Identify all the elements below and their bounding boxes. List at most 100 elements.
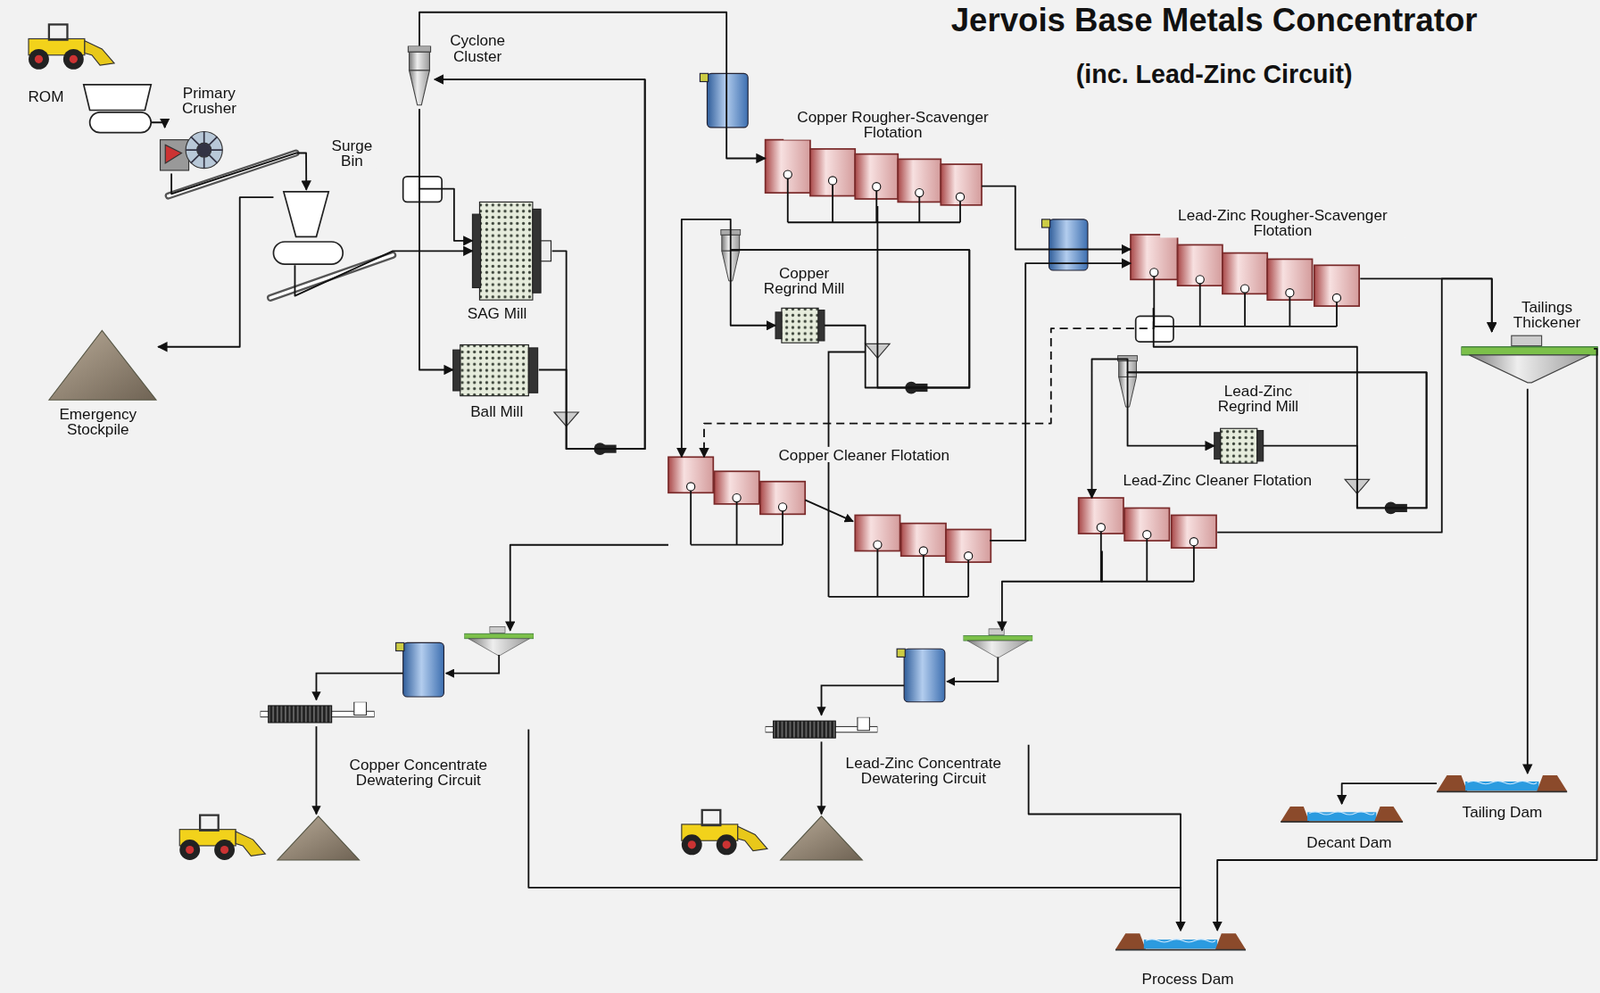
equipment-node: Cyclone Cluster [404,45,435,109]
rom-bin-part [90,112,152,133]
equipment-node: Lead-Zinc Cleaner Flotation [1078,497,1219,551]
froth-outlet-part [1332,293,1341,302]
flow-line [434,79,646,449]
thickener-part [464,627,534,656]
flow-line [528,729,1181,931]
rom-bin-part [83,84,151,111]
flow-line [434,79,646,449]
froth-outlet-part [955,192,964,201]
froth-collector [690,178,1337,597]
flow-line [157,197,274,348]
flotation-cell-part [854,514,900,551]
equipment-label: Surge Bin [327,137,377,168]
equipment-node: Tailings Thickener [1460,331,1594,390]
froth-outlet-part [778,503,787,512]
dewatering-line-part [315,673,403,701]
agitated-tank [396,73,1088,702]
filter-press-part [260,702,375,723]
agitated-tank-part [1042,219,1051,228]
flow-line [1092,359,1427,509]
equipment-label: Lead-Zinc Cleaner Flotation [1120,472,1314,488]
primary-crusher-part [185,132,223,169]
loader-icon-part [28,24,115,69]
grinding-mill-part [528,348,538,393]
flow-line [989,263,1131,541]
froth-outlet-part [1189,538,1198,547]
grinding-mill-part [479,201,532,300]
dam-part [1436,775,1567,792]
surge-bin-part [283,191,329,237]
concentrate-pile [277,816,863,861]
flotation-cell-part [1222,253,1268,295]
rom-bin [83,84,151,133]
grinding-mill-part [1257,431,1264,462]
equipment-node: Surge Bin [273,190,345,266]
froth-outlet-part [915,189,924,198]
equipment-label: Lead-Zinc Concentrate Dewatering Circuit [834,754,1013,786]
equipment-label: Ball Mill [468,403,526,419]
grinding-mill-part [532,208,541,293]
flow-line [1028,745,1181,931]
equipment-label: ROM [25,88,67,104]
equipment-label: Copper Cleaner Flotation [776,447,952,463]
flow-line [510,545,669,631]
equipment-label: Decant Dam [1304,834,1394,850]
flotation-cell-part [1177,244,1223,286]
primary-crusher-part [160,140,190,171]
equipment-node: Copper Rougher-Scavenger Flotation [765,140,982,207]
flow-line [294,250,473,296]
flotation-cell [668,140,1360,563]
equipment-node: SAG Mill [472,199,552,302]
flow-line [1002,550,1103,631]
flow-line [730,206,970,389]
froth-outlet-part [964,552,973,561]
equipment-node: Copper Cleaner Flotation [668,456,990,564]
flotation-cell-part [940,164,982,206]
equipment-node: Copper Regrind Mill [775,306,825,345]
cyclone [407,45,1137,407]
grinding-mill-part [540,240,551,262]
equipment-node: Lead-Zinc Regrind Mill [1214,426,1264,465]
conveyor-belt [168,153,394,299]
grinding-mill-part [781,307,819,343]
equipment-label: Cyclone Cluster [441,33,514,64]
dashed-flow-line [704,307,1154,457]
dam-part [1280,806,1403,822]
froth-outlet-part [1285,289,1294,298]
grinding-mill-part [1214,432,1221,460]
grinding-mill [453,201,1264,464]
flow-line [150,122,165,128]
flow-line [1217,348,1597,931]
flow-line [419,12,766,159]
froth-collector-part [787,178,961,223]
equipment-label: Lead-Zinc Regrind Mill [1207,382,1310,414]
primary-crusher-part [165,144,182,164]
grinding-mill-part [453,349,461,391]
flotation-cell-part [1171,514,1217,548]
dewatering-line [315,654,998,814]
flow-line [981,186,1131,250]
froth-collector-part [1153,276,1337,327]
froth-collector-part [804,499,854,522]
flotation-cell-part [945,529,991,563]
equipment-node: ROM [83,83,151,135]
filter-press-part [765,717,879,738]
equipment-label: Tailings Thickener [1503,298,1591,330]
flow-line [419,108,454,370]
surge-bin-part [273,241,343,265]
equipment-node: Ball Mill [453,341,539,398]
flotation-cell-part [713,471,759,505]
primary-crusher-part [185,132,223,169]
froth-outlet-part [829,176,838,185]
froth-outlet-part [919,547,928,556]
flow-line [1359,278,1493,332]
froth-collector-part [690,490,783,546]
flotation-cell-part [1267,258,1312,300]
equipment-label: Primary Crusher [173,84,245,116]
equipment-label: Process Dam [1139,971,1236,987]
loader-icon-part [681,810,768,855]
grinding-mill-part [818,310,825,341]
equipment-label: Emergency Stockpile [49,406,147,437]
flotation-cell-part [760,481,805,515]
